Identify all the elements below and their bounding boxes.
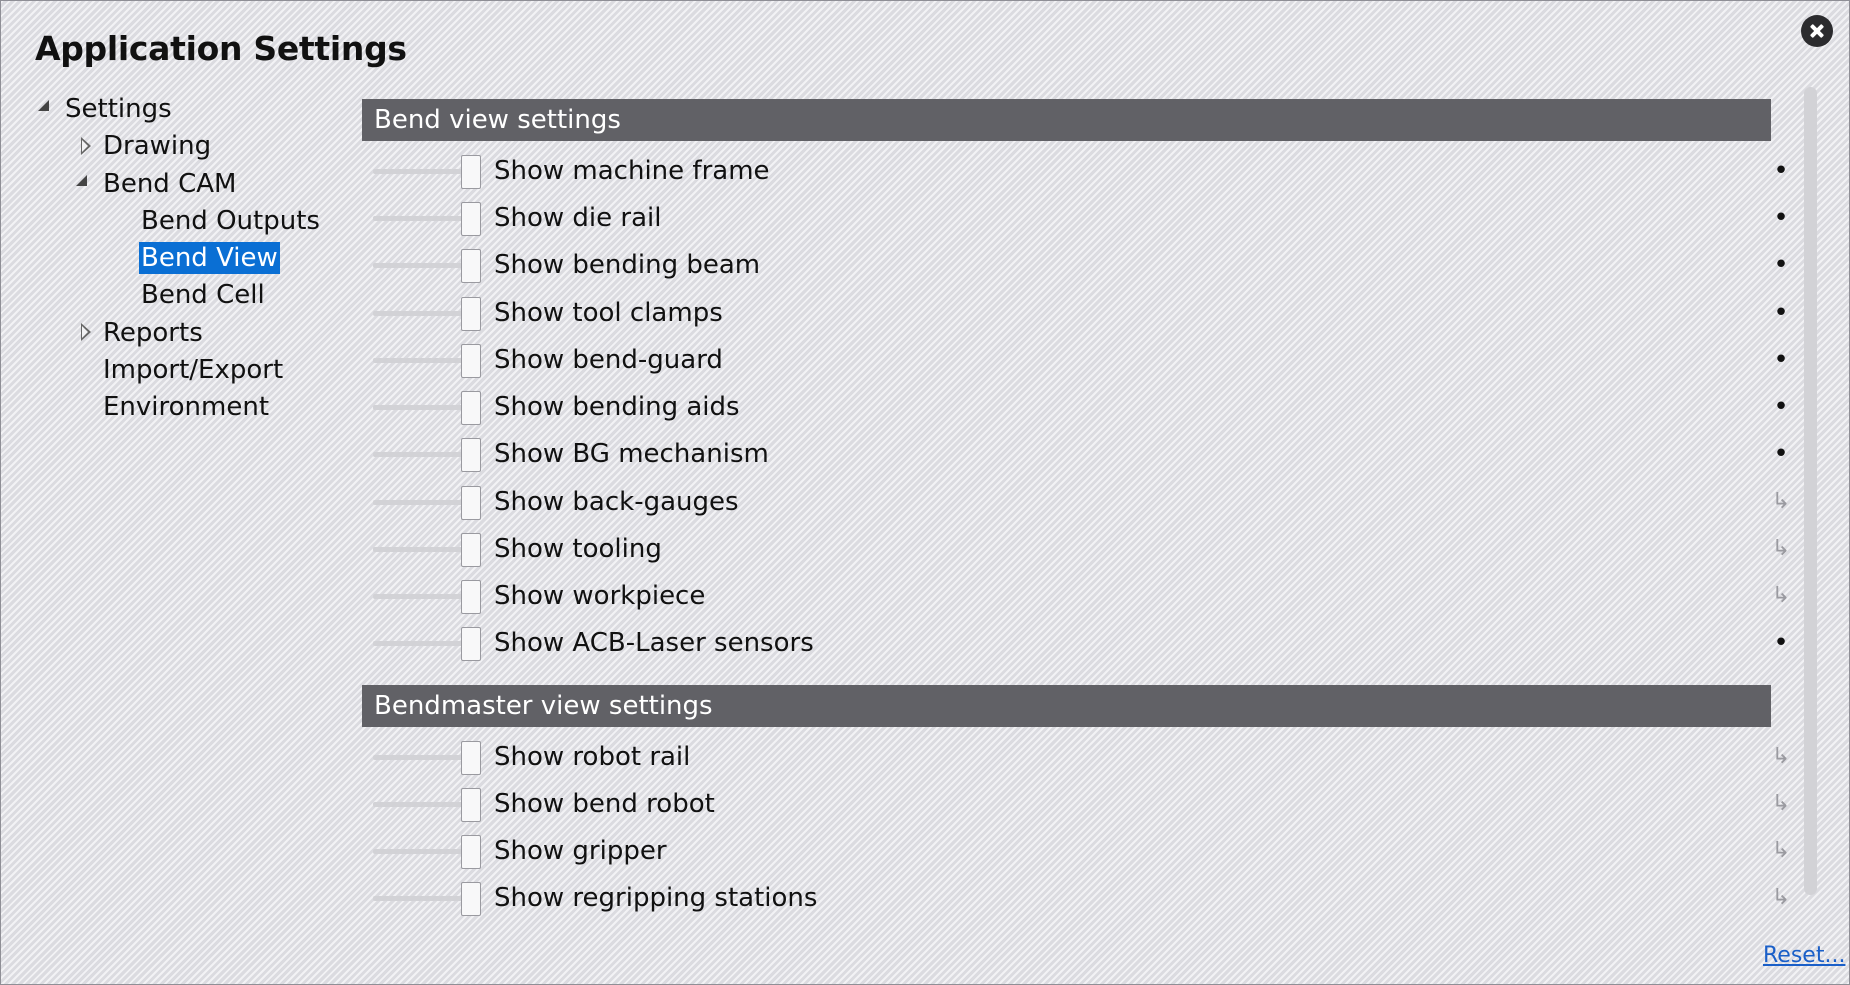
tree-item-settings[interactable]: Settings: [65, 94, 172, 124]
setting-row: Show die rail •: [373, 198, 1793, 238]
toggle-slider-track[interactable]: [373, 169, 463, 174]
toggle-slider-track[interactable]: [373, 263, 463, 268]
tree-item-bend-view[interactable]: Bend View: [139, 242, 280, 274]
close-icon[interactable]: [1801, 15, 1833, 47]
setting-label: Show ACB-Laser sensors: [494, 628, 814, 658]
setting-row: Show bend robot ↳: [373, 784, 1793, 824]
toggle-slider-track[interactable]: [373, 311, 463, 316]
vertical-scrollbar[interactable]: [1804, 87, 1817, 895]
toggle-slider-thumb[interactable]: [461, 627, 481, 661]
setting-row: Show regripping stations ↳: [373, 878, 1793, 918]
setting-label: Show bend robot: [494, 789, 715, 819]
tree-item-bend-outputs[interactable]: Bend Outputs: [141, 206, 320, 236]
setting-row: Show tooling ↳: [373, 529, 1793, 569]
setting-label: Show regripping stations: [494, 883, 818, 913]
setting-label: Show gripper: [494, 836, 667, 866]
setting-row: Show bending beam •: [373, 245, 1793, 285]
toggle-slider-thumb[interactable]: [461, 391, 481, 425]
setting-label: Show workpiece: [494, 581, 706, 611]
tree-item-bend-cell[interactable]: Bend Cell: [141, 280, 265, 310]
toggle-slider-thumb[interactable]: [461, 580, 481, 614]
toggle-slider-thumb[interactable]: [461, 344, 481, 378]
set-marker-icon: •: [1773, 250, 1789, 280]
setting-label: Show tooling: [494, 534, 662, 564]
toggle-slider-thumb[interactable]: [461, 202, 481, 236]
inherit-marker-icon: ↳: [1771, 489, 1791, 514]
reset-link[interactable]: Reset...: [1763, 943, 1846, 968]
toggle-slider-thumb[interactable]: [461, 741, 481, 775]
toggle-slider-track[interactable]: [373, 641, 463, 646]
inherit-marker-icon: ↳: [1771, 583, 1791, 608]
set-marker-icon: •: [1773, 628, 1789, 658]
toggle-slider-thumb[interactable]: [461, 788, 481, 822]
setting-row: Show back-gauges ↳: [373, 482, 1793, 522]
inherit-marker-icon: ↳: [1771, 791, 1791, 816]
tree-item-import-export[interactable]: Import/Export: [103, 355, 284, 385]
inherit-marker-icon: ↳: [1771, 744, 1791, 769]
setting-row: Show ACB-Laser sensors •: [373, 623, 1793, 663]
section-header-bendmaster-view: Bendmaster view settings: [362, 685, 1771, 727]
setting-label: Show bend-guard: [494, 345, 723, 375]
tree-item-environment[interactable]: Environment: [103, 392, 270, 422]
setting-label: Show machine frame: [494, 156, 770, 186]
inherit-marker-icon: ↳: [1771, 838, 1791, 863]
toggle-slider-thumb[interactable]: [461, 438, 481, 472]
toggle-slider-thumb[interactable]: [461, 155, 481, 189]
tree-item-reports[interactable]: Reports: [103, 318, 203, 348]
inherit-marker-icon: ↳: [1771, 885, 1791, 910]
toggle-slider-track[interactable]: [373, 755, 463, 760]
toggle-slider-thumb[interactable]: [461, 297, 481, 331]
toggle-slider-thumb[interactable]: [461, 882, 481, 916]
toggle-slider-thumb[interactable]: [461, 486, 481, 520]
tree-item-drawing[interactable]: Drawing: [103, 131, 212, 161]
toggle-slider-track[interactable]: [373, 802, 463, 807]
toggle-slider-track[interactable]: [373, 216, 463, 221]
setting-row: Show bend-guard •: [373, 340, 1793, 380]
setting-label: Show BG mechanism: [494, 439, 769, 469]
tree-expanded-arrow-icon[interactable]: [76, 175, 87, 186]
set-marker-icon: •: [1773, 345, 1789, 375]
toggle-slider-track[interactable]: [373, 594, 463, 599]
set-marker-icon: •: [1773, 392, 1789, 422]
setting-row: Show BG mechanism •: [373, 434, 1793, 474]
setting-label: Show tool clamps: [494, 298, 723, 328]
setting-row: Show bending aids •: [373, 387, 1793, 427]
setting-row: Show tool clamps •: [373, 293, 1793, 333]
setting-row: Show robot rail ↳: [373, 737, 1793, 777]
setting-row: Show workpiece ↳: [373, 576, 1793, 616]
tree-collapsed-arrow-icon[interactable]: [81, 137, 93, 155]
setting-label: Show die rail: [494, 203, 662, 233]
tree-collapsed-arrow-icon[interactable]: [81, 323, 93, 341]
set-marker-icon: •: [1773, 203, 1789, 233]
toggle-slider-thumb[interactable]: [461, 835, 481, 869]
toggle-slider-thumb[interactable]: [461, 533, 481, 567]
set-marker-icon: •: [1773, 156, 1789, 186]
toggle-slider-track[interactable]: [373, 500, 463, 505]
inherit-marker-icon: ↳: [1771, 536, 1791, 561]
toggle-slider-thumb[interactable]: [461, 249, 481, 283]
setting-label: Show bending beam: [494, 250, 761, 280]
setting-label: Show back-gauges: [494, 487, 739, 517]
window-title: Application Settings: [35, 29, 407, 68]
set-marker-icon: •: [1773, 439, 1789, 469]
section-header-bend-view: Bend view settings: [362, 99, 1771, 141]
toggle-slider-track[interactable]: [373, 358, 463, 363]
setting-row: Show machine frame •: [373, 151, 1793, 191]
setting-label: Show bending aids: [494, 392, 740, 422]
toggle-slider-track[interactable]: [373, 896, 463, 901]
setting-row: Show gripper ↳: [373, 831, 1793, 871]
set-marker-icon: •: [1773, 298, 1789, 328]
tree-item-bend-cam[interactable]: Bend CAM: [103, 169, 237, 199]
toggle-slider-track[interactable]: [373, 849, 463, 854]
toggle-slider-track[interactable]: [373, 452, 463, 457]
tree-expanded-arrow-icon[interactable]: [38, 100, 49, 111]
toggle-slider-track[interactable]: [373, 405, 463, 410]
setting-label: Show robot rail: [494, 742, 691, 772]
toggle-slider-track[interactable]: [373, 547, 463, 552]
